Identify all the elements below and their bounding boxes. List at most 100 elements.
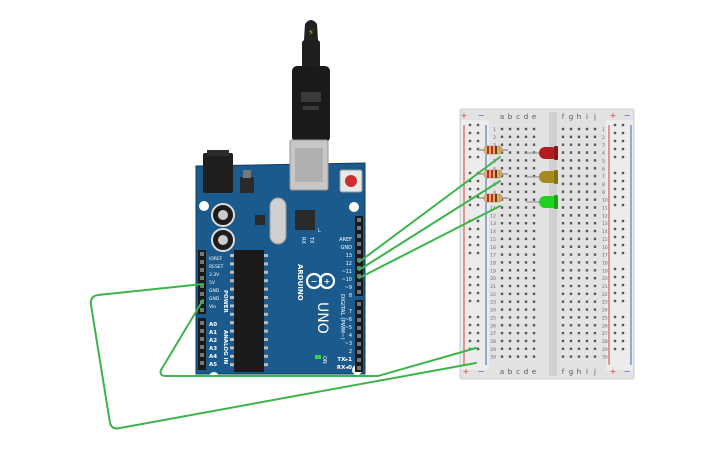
breadboard-hole[interactable]	[569, 316, 573, 319]
breadboard-hole[interactable]	[532, 237, 536, 241]
breadboard-hole[interactable]	[577, 222, 581, 225]
breadboard-hole[interactable]	[516, 284, 520, 288]
rail-hole[interactable]	[613, 299, 617, 303]
rail-hole[interactable]	[621, 283, 625, 287]
breadboard-hole[interactable]	[561, 237, 565, 241]
rail-hole[interactable]	[621, 219, 625, 223]
breadboard-hole[interactable]	[500, 292, 504, 296]
analog-header[interactable]	[198, 318, 206, 370]
breadboard-hole[interactable]	[585, 253, 589, 256]
breadboard-hole[interactable]	[561, 143, 565, 146]
header-pin[interactable]	[357, 366, 361, 370]
rail-hole[interactable]	[621, 299, 625, 303]
breadboard-hole[interactable]	[500, 261, 504, 264]
breadboard-hole[interactable]	[532, 331, 536, 335]
rail-hole[interactable]	[621, 339, 625, 343]
breadboard-hole[interactable]	[585, 308, 589, 311]
breadboard-hole[interactable]	[577, 151, 581, 154]
header-pin[interactable]	[357, 318, 361, 322]
breadboard-hole[interactable]	[585, 284, 589, 288]
breadboard-hole[interactable]	[561, 347, 565, 350]
breadboard-hole[interactable]	[532, 174, 536, 178]
breadboard-hole[interactable]	[593, 276, 597, 280]
led-yellow[interactable]	[526, 170, 558, 184]
breadboard-hole[interactable]	[569, 206, 573, 209]
breadboard-hole[interactable]	[593, 182, 597, 186]
rail-hole[interactable]	[613, 155, 617, 159]
breadboard-hole[interactable]	[561, 190, 565, 193]
resistor-3[interactable]	[478, 193, 508, 203]
breadboard-hole[interactable]	[569, 253, 573, 256]
breadboard-hole[interactable]	[561, 331, 565, 335]
breadboard-hole[interactable]	[524, 331, 528, 335]
rail-hole[interactable]	[468, 339, 472, 343]
breadboard-hole[interactable]	[524, 339, 528, 343]
breadboard-hole[interactable]	[524, 355, 528, 358]
breadboard-hole[interactable]	[569, 269, 573, 272]
breadboard-hole[interactable]	[516, 292, 520, 296]
breadboard-hole[interactable]	[577, 316, 581, 319]
breadboard-hole[interactable]	[569, 198, 573, 201]
breadboard-hole[interactable]	[585, 300, 589, 303]
breadboard-hole[interactable]	[577, 347, 581, 350]
breadboard-hole[interactable]	[500, 355, 504, 358]
rail-hole[interactable]	[613, 243, 617, 247]
rail-hole[interactable]	[468, 179, 472, 183]
rail-hole[interactable]	[621, 195, 625, 199]
breadboard-hole[interactable]	[532, 222, 536, 225]
breadboard-hole[interactable]	[508, 308, 512, 311]
breadboard-hole[interactable]	[516, 151, 520, 154]
led-green[interactable]	[526, 195, 558, 209]
rail-hole[interactable]	[476, 203, 480, 207]
breadboard-hole[interactable]	[593, 331, 597, 335]
rail-hole[interactable]	[613, 275, 617, 279]
breadboard-hole[interactable]	[569, 237, 573, 241]
breadboard-hole[interactable]	[532, 276, 536, 280]
breadboard-hole[interactable]	[577, 159, 581, 162]
breadboard-hole[interactable]	[593, 206, 597, 209]
breadboard-hole[interactable]	[516, 135, 520, 139]
breadboard-hole[interactable]	[585, 347, 589, 350]
rail-hole[interactable]	[468, 283, 472, 287]
header-pin[interactable]	[200, 321, 204, 325]
breadboard-hole[interactable]	[524, 190, 528, 193]
rail-hole[interactable]	[621, 291, 625, 295]
breadboard-hole[interactable]	[524, 214, 528, 217]
breadboard-hole[interactable]	[585, 182, 589, 186]
breadboard-hole[interactable]	[508, 127, 512, 131]
breadboard-hole[interactable]	[524, 167, 528, 170]
breadboard-hole[interactable]	[508, 324, 512, 327]
breadboard-hole[interactable]	[500, 284, 504, 288]
rail-hole[interactable]	[468, 299, 472, 303]
rail-hole[interactable]	[468, 315, 472, 319]
breadboard-hole[interactable]	[532, 159, 536, 162]
header-pin[interactable]	[357, 290, 361, 294]
rail-hole[interactable]	[468, 187, 472, 191]
breadboard-hole[interactable]	[524, 135, 528, 139]
breadboard-hole[interactable]	[524, 229, 528, 233]
header-pin[interactable]	[200, 268, 204, 272]
breadboard-hole[interactable]	[577, 339, 581, 343]
breadboard-hole[interactable]	[524, 308, 528, 311]
breadboard-hole[interactable]	[532, 253, 536, 256]
header-pin[interactable]	[200, 284, 204, 288]
rail-hole[interactable]	[613, 251, 617, 255]
breadboard-hole[interactable]	[577, 355, 581, 358]
rail-hole[interactable]	[476, 155, 480, 159]
rail-hole[interactable]	[613, 283, 617, 287]
rail-hole[interactable]	[621, 275, 625, 279]
breadboard-hole[interactable]	[500, 182, 504, 186]
breadboard-hole[interactable]	[516, 300, 520, 303]
breadboard-hole[interactable]	[569, 347, 573, 350]
breadboard-hole[interactable]	[508, 135, 512, 139]
breadboard-hole[interactable]	[524, 127, 528, 131]
breadboard-hole[interactable]	[569, 324, 573, 327]
breadboard-hole[interactable]	[569, 339, 573, 343]
breadboard-hole[interactable]	[508, 245, 512, 248]
breadboard-hole[interactable]	[569, 190, 573, 193]
breadboard-hole[interactable]	[593, 292, 597, 296]
header-pin[interactable]	[357, 218, 361, 222]
breadboard-hole[interactable]	[516, 206, 520, 209]
rail-hole[interactable]	[468, 227, 472, 231]
rail-hole[interactable]	[621, 251, 625, 255]
